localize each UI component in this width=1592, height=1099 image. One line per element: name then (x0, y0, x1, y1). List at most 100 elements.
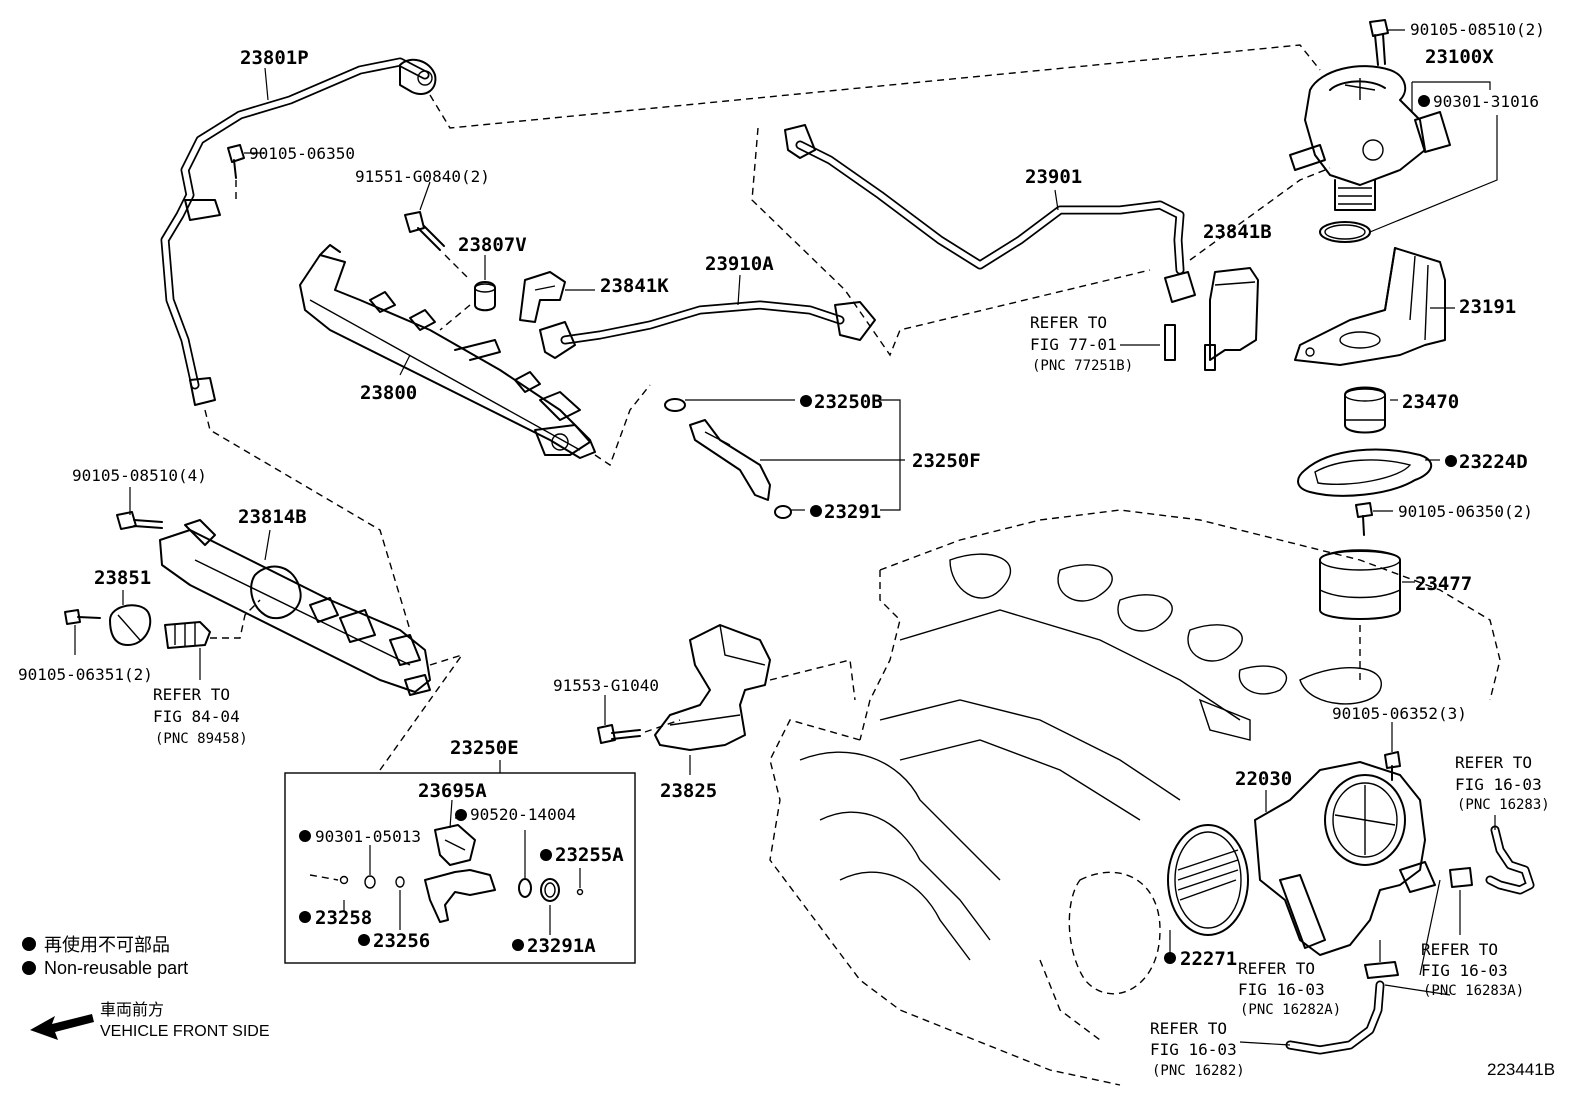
spacer-23807V (439, 281, 496, 331)
refer-fig-77-01: REFER TO FIG 77-01 (PNC 77251B) (1030, 313, 1133, 374)
svg-text:(PNC 16283A): (PNC 16283A) (1423, 983, 1524, 999)
label-23470: 23470 (1402, 391, 1459, 413)
dash-23801P-to-23814B (204, 409, 411, 631)
hose-16282 (1285, 980, 1385, 1055)
label-23695A: 23695A (418, 780, 487, 802)
label-23801P: 23801P (240, 47, 309, 69)
label-90520-14004: 90520-14004 (470, 805, 576, 824)
illustration-code: 223441B (1487, 1060, 1556, 1079)
svg-text:FIG 16-03: FIG 16-03 (1150, 1040, 1237, 1059)
svg-text:REFER TO: REFER TO (153, 685, 230, 704)
svg-text:(PNC 77251B): (PNC 77251B) (1032, 358, 1133, 374)
label-23258: 23258 (315, 907, 372, 929)
bolt-90105-06351 (64, 609, 101, 625)
pump-23100X (1289, 65, 1451, 211)
filled-circle-icon (800, 395, 812, 407)
label-90105-06352: 90105-06352(3) (1332, 704, 1467, 723)
legend-row-jp: 再使用不可部品 (22, 932, 188, 956)
refer-fig-16-03-16282A: REFER TO FIG 16-03 (PNC 16282A) (1238, 959, 1341, 1018)
filled-circle-icon (512, 939, 524, 951)
bolt-90105-06350-2 (1355, 502, 1373, 536)
label-90301-31016: 90301-31016 (1433, 92, 1539, 111)
hose-16282A (1364, 940, 1399, 979)
filled-circle-icon (540, 849, 552, 861)
filled-circle-icon (810, 505, 822, 517)
injector-kit-23250E (284, 760, 636, 964)
label-23477: 23477 (1415, 573, 1472, 595)
label-90105-06351: 90105-06351(2) (18, 665, 153, 684)
svg-text:(PNC 16283): (PNC 16283) (1457, 797, 1550, 813)
svg-text:FIG 16-03: FIG 16-03 (1238, 980, 1325, 999)
bracket-23191 (1294, 247, 1446, 366)
sensor-23851 (109, 604, 152, 646)
non-reusable-markers (299, 95, 1457, 964)
svg-text:REFER TO: REFER TO (1455, 753, 1532, 772)
filled-circle-icon (1418, 95, 1430, 107)
dash-23801P-to-23100X (429, 44, 1321, 129)
fuel-pipe-23801P (160, 57, 437, 406)
label-23255A: 23255A (555, 844, 624, 866)
bolt-91551-G0840 (404, 211, 471, 281)
label-23814B: 23814B (238, 506, 307, 528)
vehicle-front-note: 車両前方 VEHICLE FRONT SIDE (100, 1000, 270, 1042)
label-23250B: 23250B (814, 391, 883, 413)
label-90105-06350: 90105-06350 (249, 144, 355, 163)
filled-circle-icon (299, 911, 311, 923)
filled-circle-icon (358, 934, 370, 946)
connector-23841B (1204, 267, 1259, 371)
bolt-90105-06352 (1384, 751, 1401, 781)
label-90105-08510-4: 90105-08510(4) (72, 466, 207, 485)
label-22271: 22271 (1180, 948, 1237, 970)
hose-16283 (1485, 825, 1535, 895)
svg-text:(PNC 89458): (PNC 89458) (155, 731, 248, 747)
label-23807V: 23807V (458, 234, 527, 256)
filled-circle-icon (299, 830, 311, 842)
legend: 再使用不可部品 Non-reusable part (22, 932, 188, 980)
leader-lines (74, 29, 1498, 1046)
tube-77-01 (1164, 324, 1176, 361)
label-23100X: 23100X (1425, 46, 1494, 68)
svg-text:REFER TO: REFER TO (1150, 1019, 1227, 1038)
label-22030: 22030 (1235, 768, 1292, 790)
label-23841B: 23841B (1203, 221, 1272, 243)
filled-circle-icon (455, 809, 467, 821)
legend-en: Non-reusable part (44, 957, 189, 978)
refer-fig-16-03-16283: REFER TO FIG 16-03 (PNC 16283) (1455, 753, 1550, 813)
label-23841K: 23841K (600, 275, 669, 297)
label-23191: 23191 (1459, 296, 1516, 318)
svg-text:FIG 16-03: FIG 16-03 (1421, 961, 1508, 980)
legend-row-en: Non-reusable part (22, 956, 188, 980)
clip-23841K (519, 271, 566, 323)
dash-23910A-box (751, 127, 1151, 357)
bolt-91553-G1040 (597, 719, 681, 744)
fuel-pipe-23910A (539, 300, 876, 359)
label-23291A: 23291A (527, 935, 596, 957)
fuel-rail-23800 (299, 244, 596, 459)
label-23901: 23901 (1025, 166, 1082, 188)
front-en: VEHICLE FRONT SIDE (100, 1023, 270, 1040)
label-90301-05013: 90301-05013 (315, 827, 421, 846)
refer-notes: REFER TO FIG 77-01 (PNC 77251B) REFER TO… (153, 313, 1550, 1079)
refer-fig-84-04: REFER TO FIG 84-04 (PNC 89458) (153, 685, 248, 747)
delivery-pipe-23814B (159, 519, 431, 696)
svg-text:REFER TO: REFER TO (1238, 959, 1315, 978)
label-23800: 23800 (360, 382, 417, 404)
label-91551-G0840: 91551-G0840(2) (355, 167, 490, 186)
label-23224D: 23224D (1459, 451, 1528, 473)
label-23910A: 23910A (705, 253, 774, 275)
filled-circle-icon (22, 937, 36, 951)
bolt-90105-06350 (227, 144, 245, 200)
throttle-body-22030 (1254, 761, 1436, 956)
connector-84-04 (164, 599, 261, 649)
legend-jp: 再使用不可部品 (44, 935, 170, 955)
label-91553-G1040: 91553-G1040 (553, 676, 659, 695)
bolt-90105-08510-2 (1369, 19, 1389, 66)
svg-text:(PNC 16282): (PNC 16282) (1152, 1063, 1245, 1079)
label-23851: 23851 (94, 567, 151, 589)
label-23825: 23825 (660, 780, 717, 802)
gasket-23224D (1297, 448, 1433, 497)
part-labels: 23801P 90105-06350 91551-G0840(2) 23807V… (18, 20, 1545, 970)
filled-circle-icon (22, 961, 36, 975)
hose-16283A (1449, 867, 1473, 935)
